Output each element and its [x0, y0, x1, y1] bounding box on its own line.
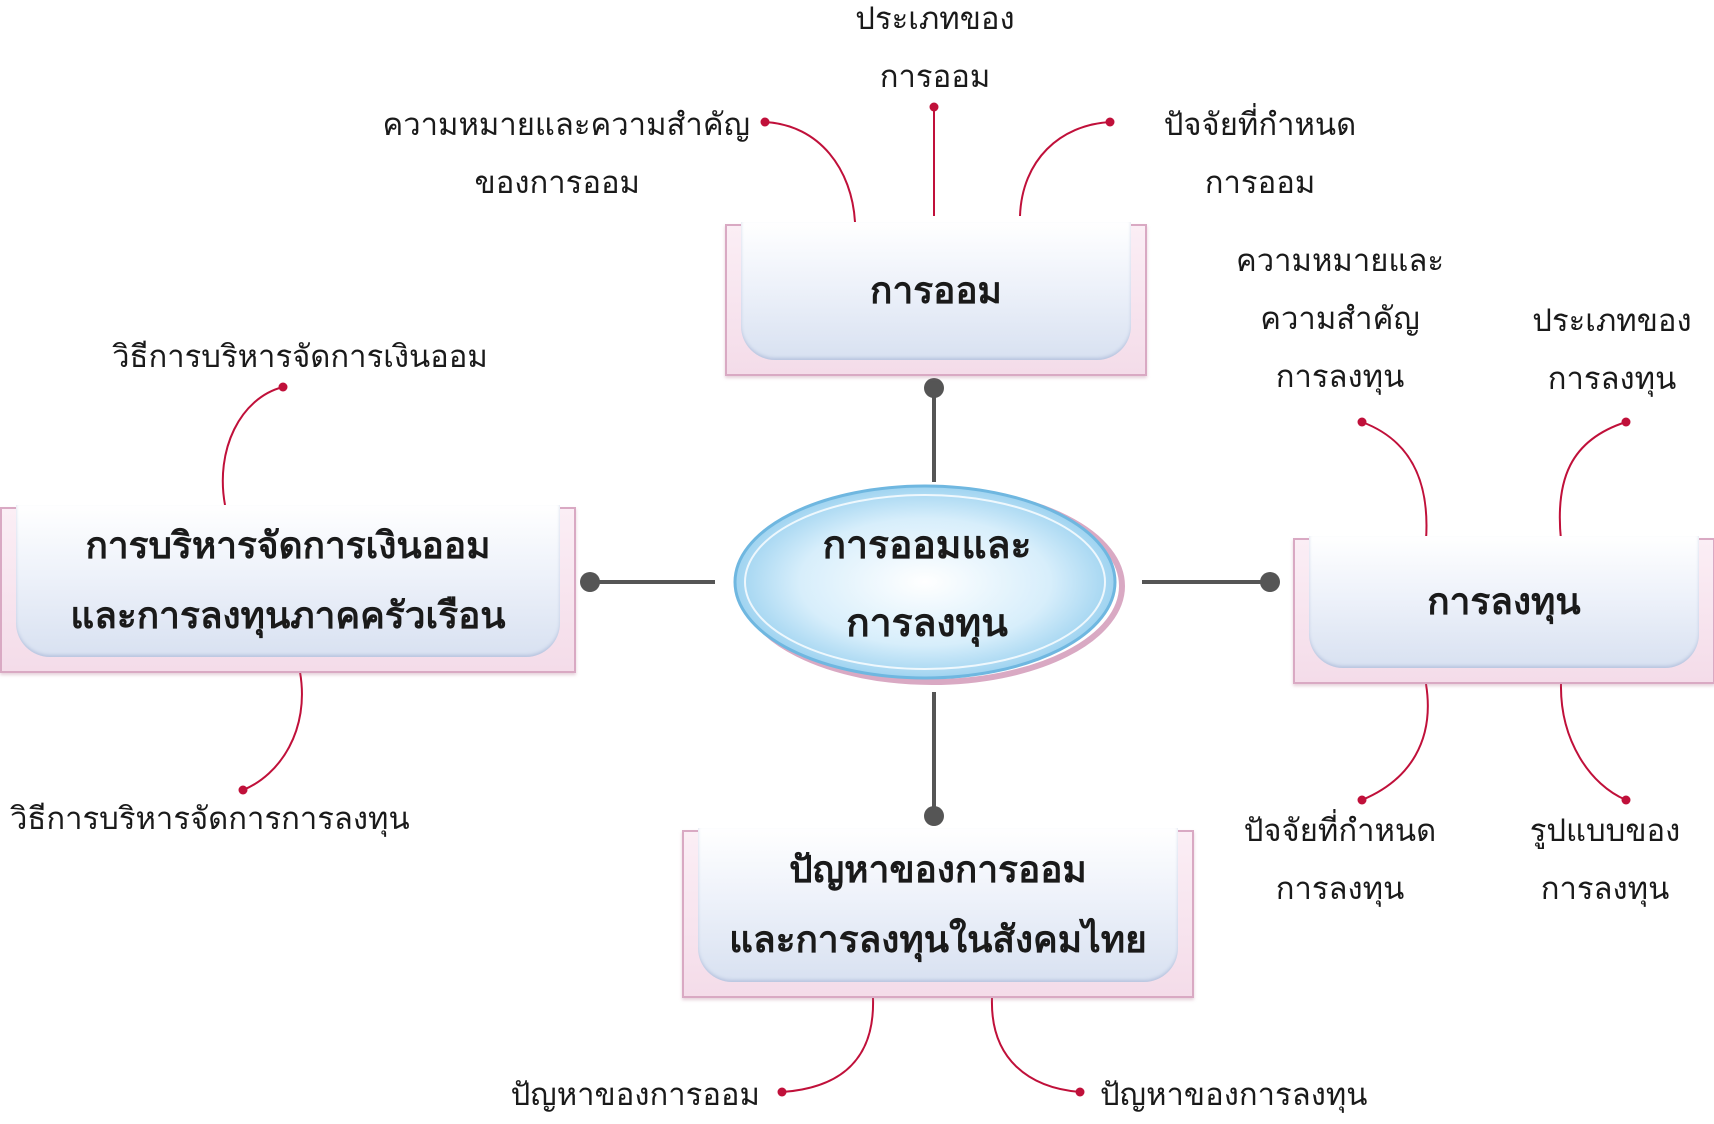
label-saving-types: ประเภทของ การออม — [800, 0, 1070, 106]
branch-saving-meaning — [764, 121, 856, 223]
branch-dot-invest-types — [1621, 417, 1631, 427]
label-problem-saving: ปัญหาของการออม — [460, 1066, 760, 1124]
label-manage-savings-line1: วิธีการบริหารจัดการเงินออม — [112, 339, 488, 375]
label-manage-investment-line1: วิธีการบริหารจัดการการลงทุน — [10, 801, 410, 837]
branch-dot-saving-factors — [1105, 117, 1115, 127]
label-invest-types-line2: การลงทุน — [1547, 361, 1677, 397]
connector-dot-bottom — [924, 806, 944, 826]
branch-dot-manage-savings — [278, 382, 288, 392]
label-saving-meaning-line1: ความหมายและความสำคัญ — [382, 107, 750, 143]
branch-invest-meaning — [1361, 421, 1428, 541]
center-topic-line1: การออมและ — [822, 523, 1032, 568]
branch-invest-types — [1558, 421, 1627, 541]
branch-manage-investment — [242, 671, 303, 791]
box-problems-line1: ปัญหาของการออม — [789, 848, 1087, 891]
box-household-line1: การบริหารจัดการเงินออม — [85, 524, 491, 567]
label-invest-forms: รูปแบบของ การลงทุน — [1500, 802, 1710, 918]
center-topic: การออมและ การลงทุน — [737, 500, 1117, 670]
branch-dot-problem-investment — [1075, 1087, 1085, 1097]
label-saving-meaning: ความหมายและความสำคัญ ของการออม — [360, 96, 750, 212]
box-household: การบริหารจัดการเงินออม และการลงทุนภาคครั… — [0, 505, 576, 673]
branch-dot-problem-saving — [777, 1087, 787, 1097]
label-problem-investment: ปัญหาของการลงทุน — [1100, 1066, 1420, 1124]
box-investment-title: การลงทุน — [1427, 580, 1581, 623]
label-saving-factors: ปัจจัยที่กำหนด การออม — [1130, 96, 1390, 212]
label-invest-meaning: ความหมายและ ความสำคัญ การลงทุน — [1200, 232, 1480, 406]
label-saving-types-line2: การออม — [879, 59, 991, 95]
box-saving-title: การออม — [870, 269, 1002, 312]
branch-dot-invest-forms — [1621, 795, 1631, 805]
branch-manage-savings — [221, 386, 284, 506]
box-household-line2: และการลงทุนภาคครัวเรือน — [70, 594, 506, 637]
branch-dot-manage-investment — [238, 785, 248, 795]
box-saving: การออม — [725, 222, 1147, 376]
label-saving-factors-line1: ปัจจัยที่กำหนด — [1163, 107, 1357, 143]
label-invest-factors-line2: การลงทุน — [1275, 871, 1405, 907]
box-investment: การลงทุน — [1293, 536, 1714, 684]
connector-dot-left — [580, 572, 600, 592]
label-problem-saving-line1: ปัญหาของการออม — [510, 1077, 760, 1113]
box-problems: ปัญหาของการออม และการลงทุนในสังคมไทย — [682, 828, 1194, 998]
label-saving-factors-line2: การออม — [1204, 165, 1316, 201]
branch-dot-saving-types — [929, 102, 939, 112]
branch-dot-saving-meaning — [760, 117, 770, 127]
label-invest-meaning-line1: ความหมายและ — [1235, 243, 1445, 279]
label-manage-investment: วิธีการบริหารจัดการการลงทุน — [10, 790, 450, 848]
connector-dot-top — [924, 378, 944, 398]
label-manage-savings: วิธีการบริหารจัดการเงินออม — [90, 328, 510, 386]
label-invest-meaning-line2: ความสำคัญ — [1260, 301, 1420, 337]
label-invest-factors: ปัจจัยที่กำหนด การลงทุน — [1200, 802, 1480, 918]
label-invest-forms-line2: การลงทุน — [1540, 871, 1670, 907]
branch-invest-factors — [1361, 683, 1429, 801]
label-saving-types-line1: ประเภทของ — [855, 1, 1015, 37]
label-problem-investment-line1: ปัญหาของการลงทุน — [1100, 1077, 1368, 1113]
branch-problem-saving — [781, 997, 875, 1093]
label-invest-types-line1: ประเภทของ — [1532, 303, 1692, 339]
center-ellipse — [733, 484, 1125, 685]
branch-invest-forms — [1559, 683, 1627, 801]
branch-dot-invest-factors — [1357, 795, 1367, 805]
branch-dot-invest-meaning — [1357, 417, 1367, 427]
label-invest-factors-line1: ปัจจัยที่กำหนด — [1243, 813, 1437, 849]
branch-saving-factors — [1019, 121, 1111, 217]
label-invest-meaning-line3: การลงทุน — [1275, 359, 1405, 395]
connector-dot-right — [1260, 572, 1280, 592]
branch-problem-investment — [990, 997, 1081, 1093]
label-saving-meaning-line2: ของการออม — [474, 165, 640, 201]
box-problems-line2: และการลงทุนในสังคมไทย — [729, 918, 1147, 961]
center-topic-line2: การลงทุน — [846, 601, 1008, 646]
label-invest-forms-line1: รูปแบบของ — [1529, 813, 1681, 849]
label-invest-types: ประเภทของ การลงทุน — [1510, 292, 1714, 408]
